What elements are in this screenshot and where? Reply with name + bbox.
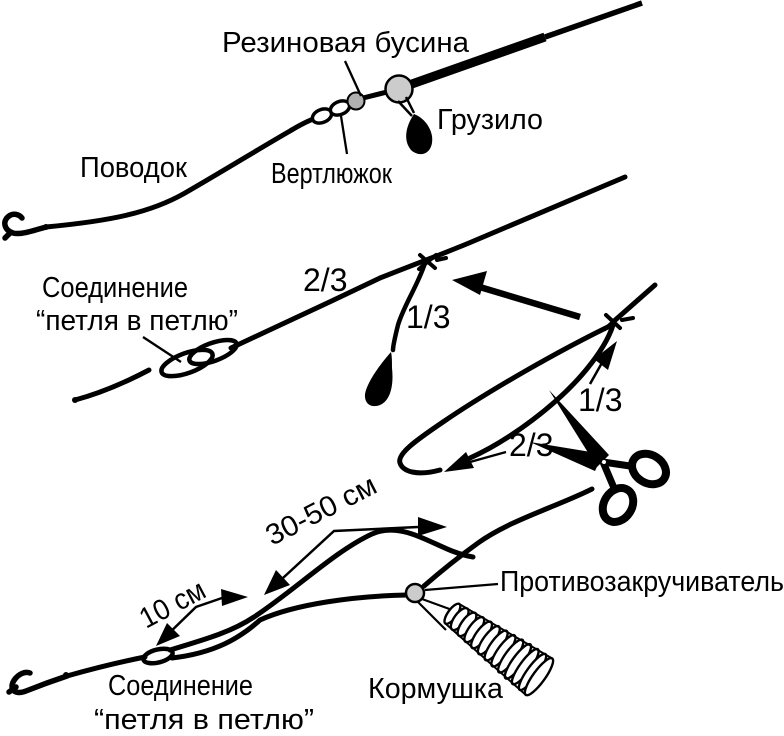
loop-to-loop-label-line2: “петля в петлю” — [94, 704, 314, 736]
main-line — [544, 0, 643, 40]
loop-top-edge — [397, 321, 617, 476]
hook-icon — [6, 669, 70, 696]
dimension-arrow-head — [221, 589, 248, 606]
label-leader-line — [142, 336, 182, 363]
hook-icon — [28, 400, 75, 442]
rig-step-4: 30-50 см 10 см Соединение “петля в петлю… — [6, 469, 784, 736]
leader-line — [43, 116, 316, 230]
anti-twist-bead-icon — [404, 582, 426, 604]
leader-label: Поводок — [80, 152, 187, 184]
upper-strand — [167, 527, 476, 653]
swivel-label: Вертлюжок — [271, 158, 392, 190]
main-line — [421, 486, 595, 589]
scissors-icon — [530, 390, 670, 526]
hook-icon — [2, 211, 49, 241]
feeder-icon — [443, 602, 555, 697]
length-10-label: 10 см — [134, 574, 211, 635]
one-third-arrow-shaft — [588, 360, 605, 385]
feeder-label: Кормушка — [368, 673, 504, 705]
fraction-one-third: 1/3 — [406, 299, 450, 335]
label-leader-line — [424, 582, 499, 592]
rubber-bead-icon — [346, 91, 366, 111]
arrow-shaft — [472, 281, 581, 321]
dropper-line — [390, 260, 428, 353]
one-third-arrow-head — [594, 341, 617, 370]
rig-step-3: 1/3 2/3 — [397, 282, 670, 526]
lower-strand — [169, 592, 410, 661]
knot-mark — [603, 313, 635, 331]
rig-step-1: Резиновая бусина Грузило Поводок Вертлюж… — [2, 0, 643, 241]
dimension-line — [270, 525, 419, 590]
rig-step-2: Соединение “петля в петлю” 2/3 1/3 — [28, 174, 628, 442]
sliding-bead-icon — [384, 74, 414, 104]
sinker-icon — [364, 352, 393, 407]
loop-to-loop-label-line2: “петля в петлю” — [36, 305, 238, 337]
main-line — [228, 174, 628, 351]
loop-to-loop-label-line1: Соединение — [108, 670, 253, 702]
fraction-two-thirds: 2/3 — [509, 427, 553, 463]
loop-to-loop-icon — [141, 646, 175, 666]
fraction-two-thirds: 2/3 — [303, 262, 347, 298]
label-leader-line — [343, 60, 363, 97]
line — [72, 367, 152, 403]
cut-end-arrow-head — [444, 452, 474, 472]
fraction-one-third: 1/3 — [578, 382, 622, 418]
loop-to-loop-icon — [159, 347, 215, 379]
label-leader-line — [469, 450, 507, 464]
rubber-bead-label: Резиновая бусина — [222, 27, 470, 59]
main-line-thick — [407, 32, 547, 90]
dimension-line — [161, 596, 223, 641]
anti-twist-label: Противозакручиватель — [500, 566, 784, 598]
line — [64, 654, 148, 679]
dimension-arrow-head — [264, 570, 290, 595]
dimension-arrow-head — [156, 623, 180, 646]
dimension-arrow-head — [418, 517, 447, 536]
loop-to-loop-label-line1: Соединение — [42, 272, 188, 304]
loop-bottom-edge — [467, 322, 616, 461]
sinker-label: Грузило — [437, 104, 543, 136]
sinker-icon — [406, 114, 433, 155]
sinker-link — [397, 96, 416, 117]
label-leader-line — [339, 115, 349, 155]
hook-eye — [43, 224, 49, 230]
arrow-head — [452, 271, 487, 295]
main-line — [362, 89, 388, 101]
